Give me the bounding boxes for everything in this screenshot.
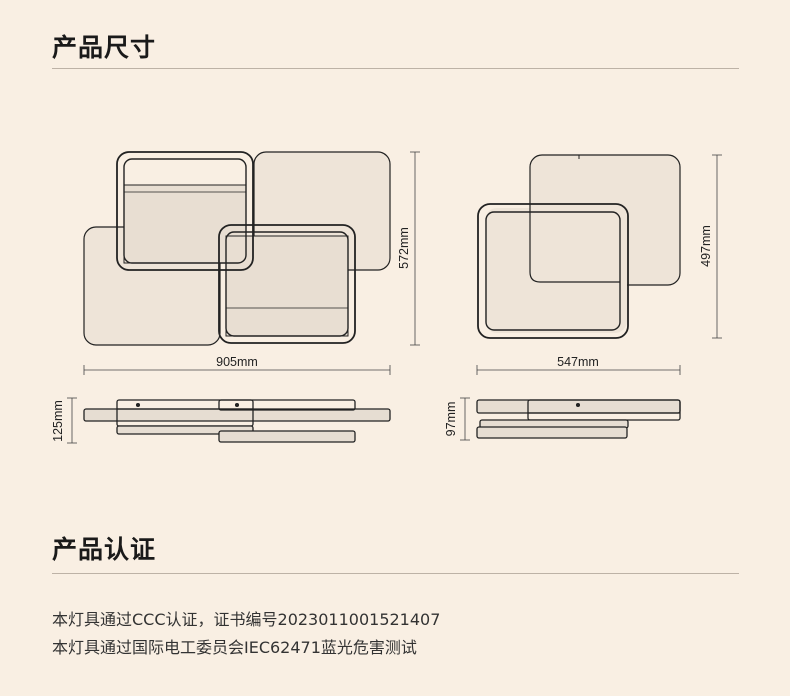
large-height-label: 125mm [51,400,65,442]
product-certification-title: 产品认证 [52,535,157,564]
large-lamp-dimension-lines [67,151,420,444]
large-lamp-top-view [83,151,391,346]
small-lamp-side-view [476,399,681,439]
small-lamp-top-view [477,154,681,339]
iec-certification-text: 本灯具通过国际电工委员会IEC62471蓝光危害测试 [52,638,417,657]
small-lamp-dimension-lines [460,154,722,441]
large-lamp-side-view [83,399,391,443]
small-width-label: 547mm [557,355,599,369]
small-height-label: 97mm [444,402,458,437]
large-width-label: 905mm [216,355,258,369]
section-divider [52,68,739,69]
product-size-title: 产品尺寸 [52,33,157,62]
section-divider [52,573,739,574]
large-depth-label: 572mm [397,227,411,269]
ccc-certification-text: 本灯具通过CCC认证，证书编号2023011001521407 [52,610,441,629]
small-depth-label: 497mm [699,225,713,267]
